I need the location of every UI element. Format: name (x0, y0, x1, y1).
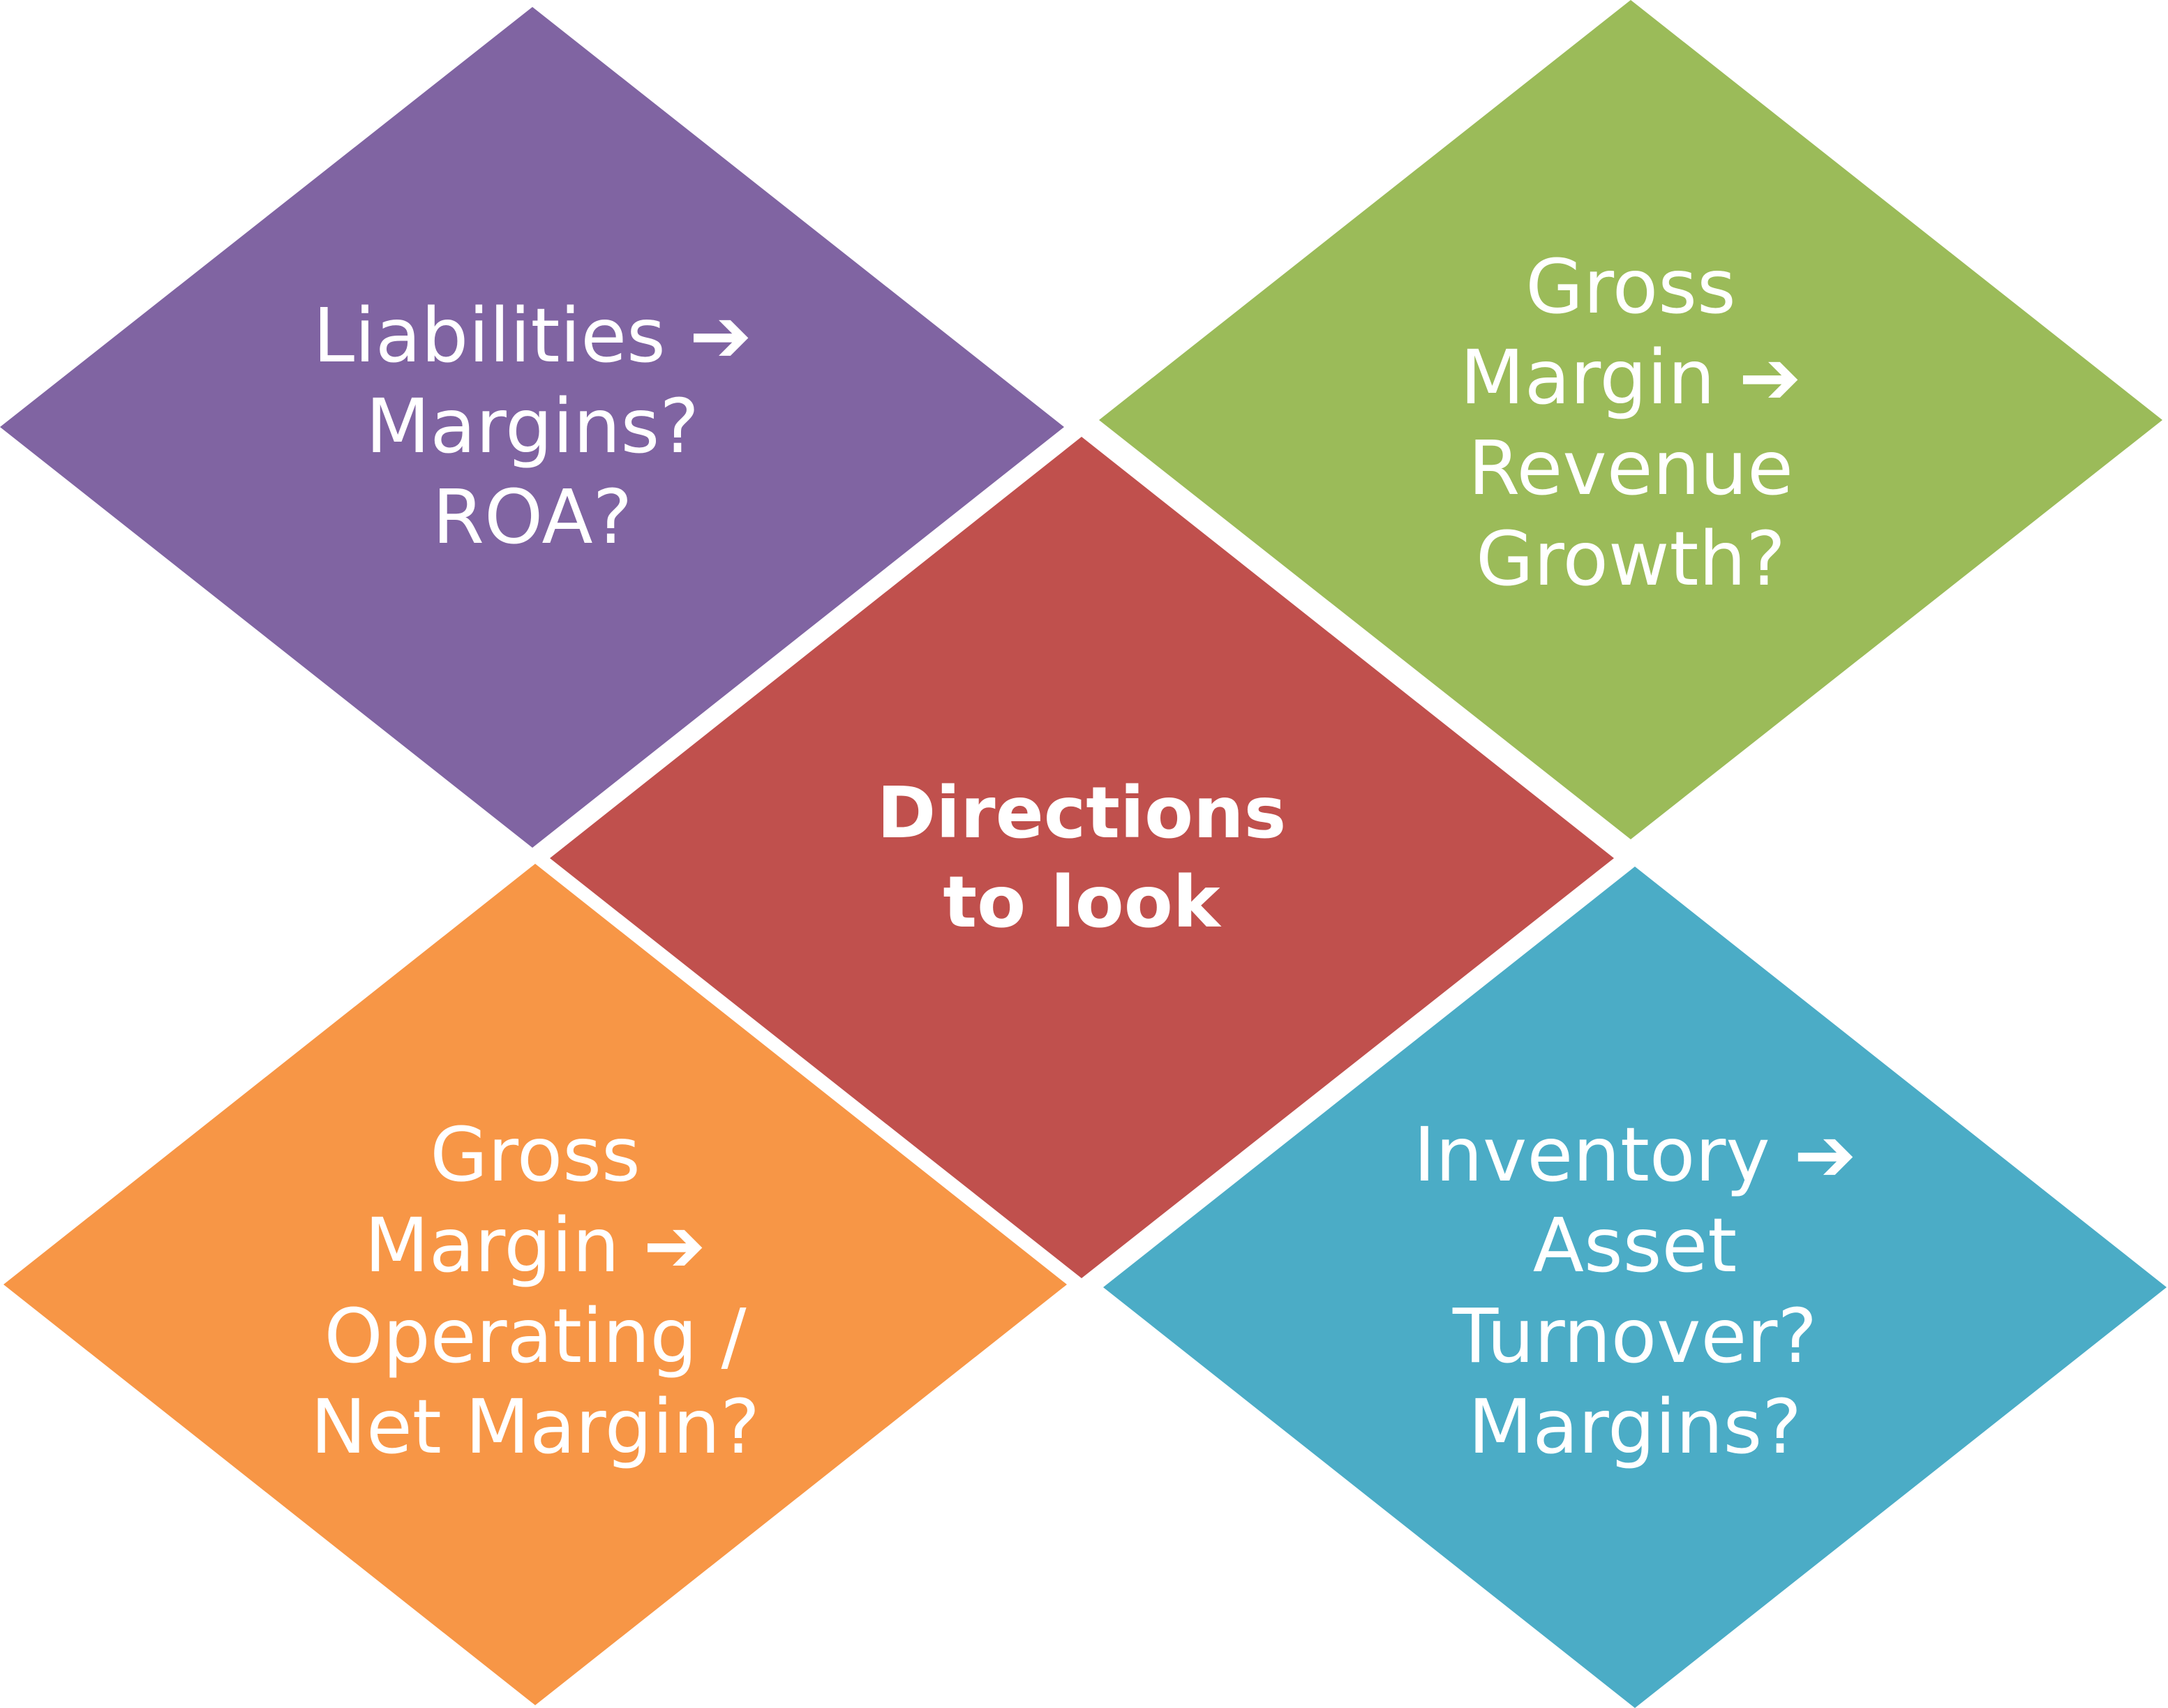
right-arrow-icon: ➔ (1738, 335, 1802, 421)
top-right-line-3: Revenue (1468, 426, 1793, 512)
bottom-right-line-2: Asset (1532, 1203, 1737, 1289)
bottom-right-label: Inventory ➔ Asset Turnover? Margins? (1356, 1107, 1914, 1476)
top-right-line-2: Margin ➔ (1460, 333, 1801, 424)
bottom-left-line-4: Net Margin? (310, 1384, 761, 1471)
diamond-bottom-left (3, 864, 1067, 1705)
bottom-right-line-3: Turnover? (1452, 1294, 1818, 1380)
top-right-label: Gross Margin ➔ Revenue Growth? (1352, 239, 1910, 608)
top-left-label: Liabilities ➔ Margins? ROA? (253, 287, 812, 567)
top-left-text-liabilities: Liabilities (313, 293, 666, 380)
bottom-right-text-inventory: Inventory (1413, 1112, 1770, 1199)
top-left-line-3: ROA? (432, 474, 633, 561)
bottom-left-line-3: Operating / (324, 1294, 747, 1380)
right-arrow-icon: ➔ (643, 1203, 706, 1289)
top-left-line-2: Margins? (366, 384, 699, 470)
bottom-left-text-margin: Margin (364, 1203, 620, 1289)
top-right-line-4: Growth? (1475, 516, 1786, 603)
center-line-1: Directions (876, 772, 1287, 855)
top-right-text-margin: Margin (1460, 335, 1715, 421)
bottom-left-line-2: Margin ➔ (364, 1201, 705, 1291)
bottom-left-line-1: Gross (430, 1112, 641, 1199)
diamond-top-left (0, 7, 1064, 848)
bottom-left-label: Gross Margin ➔ Operating / Net Margin? (256, 1107, 814, 1476)
diamond-top-right (1099, 0, 2162, 839)
bottom-right-line-4: Margins? (1468, 1384, 1802, 1471)
diamond-center (550, 437, 1614, 1278)
bottom-right-line-1: Inventory ➔ (1414, 1110, 1857, 1201)
top-right-line-1: Gross (1525, 244, 1736, 331)
center-label: Directions to look (802, 767, 1361, 949)
right-arrow-icon: ➔ (1793, 1112, 1857, 1199)
right-arrow-icon: ➔ (689, 293, 752, 380)
top-left-line-1: Liabilities ➔ (313, 291, 752, 382)
diamond-bottom-right (1103, 867, 2167, 1708)
center-line-2: to look (943, 861, 1220, 944)
